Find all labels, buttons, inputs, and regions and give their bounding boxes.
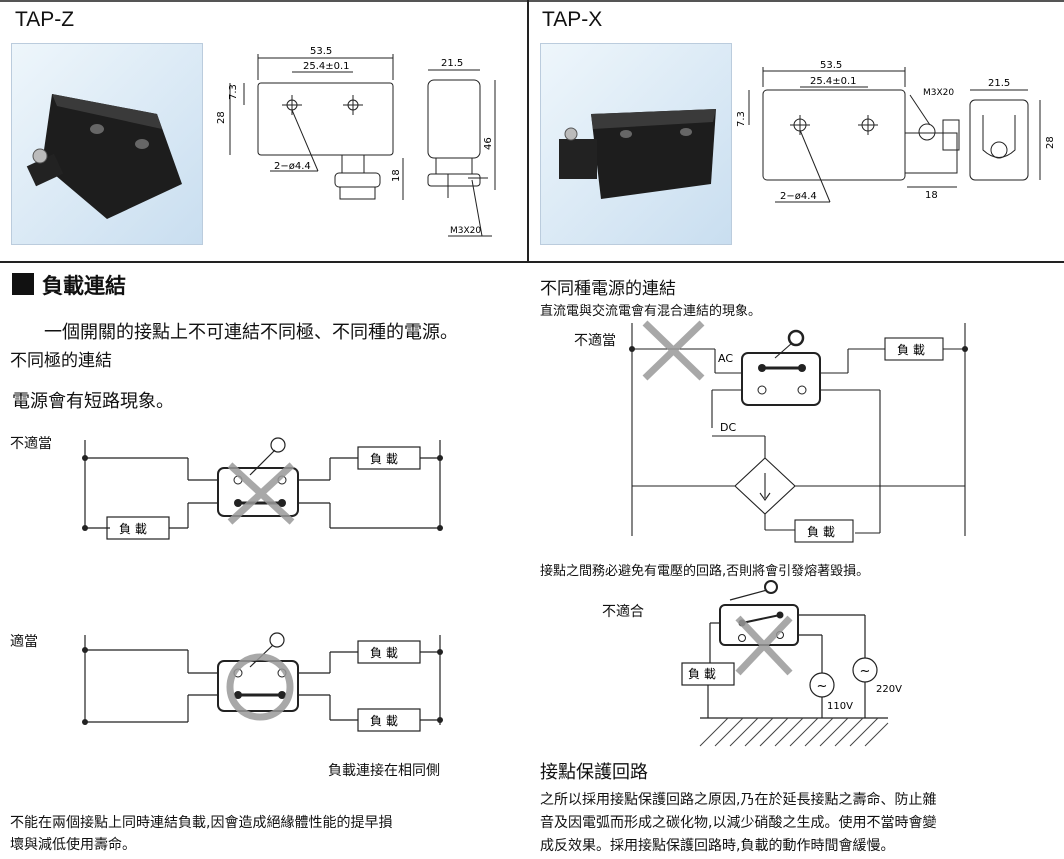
protection-text-1: 之所以採用接點保護回路之原因,乃在於延長接點之壽命、防止雜	[540, 792, 937, 808]
mixed-power-desc: 直流電與交流電會有混合連結的現象。	[540, 304, 762, 319]
top-divider	[527, 0, 529, 262]
protection-text-3: 成反效果。採用接點保護回路時,負載的動作時間會緩慢。	[540, 838, 895, 854]
svg-text:2−ø4.4: 2−ø4.4	[274, 161, 311, 172]
svg-text:負 載: 負 載	[370, 714, 398, 728]
protection-text-2: 音及因電弧而形成之碳化物,以減少硝酸之生成。使用不當時會變	[540, 815, 937, 831]
svg-text:21.5: 21.5	[988, 78, 1010, 89]
ac-source-icon: ~	[817, 679, 828, 694]
svg-text:7.3: 7.3	[228, 84, 239, 100]
top-border	[0, 0, 1064, 2]
svg-text:53.5: 53.5	[310, 46, 332, 57]
svg-text:220V: 220V	[876, 684, 902, 695]
cross-mark-icon	[735, 615, 793, 676]
svg-text:25.4±0.1: 25.4±0.1	[303, 61, 350, 72]
svg-text:AC: AC	[718, 352, 733, 365]
cross-mark-icon	[642, 320, 705, 381]
svg-text:25.4±0.1: 25.4±0.1	[810, 76, 857, 87]
svg-text:18: 18	[391, 169, 402, 182]
svg-text:負 載: 負 載	[807, 525, 835, 539]
label-improper: 不適當	[10, 436, 52, 452]
svg-text:負 載: 負 載	[370, 646, 398, 660]
label-improper-ac-dc: 不適當	[574, 333, 616, 349]
ac-source-icon: ~	[860, 664, 871, 679]
svg-text:負 載: 負 載	[897, 343, 925, 357]
subhead-polarity: 不同極的連結	[10, 351, 112, 371]
proper-circuit-diagram: 負 載 負 載	[82, 632, 443, 732]
svg-text:7.3: 7.3	[736, 111, 747, 127]
footer-line-2: 壞與減低使用壽命。	[10, 837, 136, 853]
svg-text:46: 46	[483, 137, 494, 150]
ac-dc-circuit-diagram: AC DC 負 載 負 載	[629, 320, 968, 543]
svg-text:110V: 110V	[827, 701, 853, 712]
svg-text:21.5: 21.5	[441, 58, 463, 69]
tap-z-photo	[11, 43, 203, 245]
tap-x-switch-image	[559, 109, 716, 199]
svg-text:2−ø4.4: 2−ø4.4	[780, 191, 817, 202]
svg-text:負 載: 負 載	[370, 452, 398, 466]
section-heading-block	[12, 273, 34, 295]
section-divider	[0, 261, 1064, 263]
cross-mark-icon	[227, 462, 295, 525]
tap-z-switch-image	[26, 94, 182, 219]
svg-text:M3X20: M3X20	[923, 88, 954, 98]
voltage-loop-warning: 接點之間務必避免有電壓的回路,否則將會引發熔著毀損。	[540, 564, 870, 579]
tap-z-drawing: 53.5 25.4±0.1 7.3 28 2−ø4.4 21.5 46 18 M…	[216, 46, 496, 237]
svg-text:M3X20: M3X20	[450, 226, 481, 236]
svg-text:28: 28	[1045, 136, 1056, 149]
subhead-power-type: 不同種電源的連結	[540, 279, 676, 299]
svg-text:18: 18	[925, 190, 938, 201]
svg-text:28: 28	[216, 111, 227, 124]
tap-x-title: TAP-X	[542, 8, 603, 31]
intro-text: 一個開關的接點上不可連結不同極、不同種的電源。	[44, 322, 458, 343]
improper-circuit-diagram: 負 載 負 載	[82, 437, 443, 540]
svg-text:負 載: 負 載	[119, 522, 147, 536]
svg-text:DC: DC	[720, 421, 736, 434]
footer-line-1: 不能在兩個接點上同時連結負載,因會造成絕緣體性能的提早損	[10, 815, 393, 831]
tap-x-photo	[540, 43, 732, 245]
section-heading: 負載連結	[42, 274, 126, 298]
label-proper: 適當	[10, 634, 38, 650]
svg-text:53.5: 53.5	[820, 60, 842, 71]
protection-heading: 接點保護回路	[540, 762, 648, 783]
tap-z-title: TAP-Z	[15, 8, 75, 31]
short-circuit-note: 電源會有短路現象。	[12, 391, 174, 412]
same-side-caption: 負載連接在相同側	[328, 763, 440, 779]
svg-text:負 載: 負 載	[688, 667, 716, 681]
label-unsuitable: 不適合	[602, 604, 644, 620]
ok-circle-icon	[226, 653, 294, 721]
tap-x-drawing: 53.5 25.4±0.1 7.3 M3X20 21.5 28 2−ø4.4 1…	[736, 60, 1056, 203]
dual-voltage-circuit-diagram: ~ ~ 負 載 110V 220V	[681, 580, 902, 747]
